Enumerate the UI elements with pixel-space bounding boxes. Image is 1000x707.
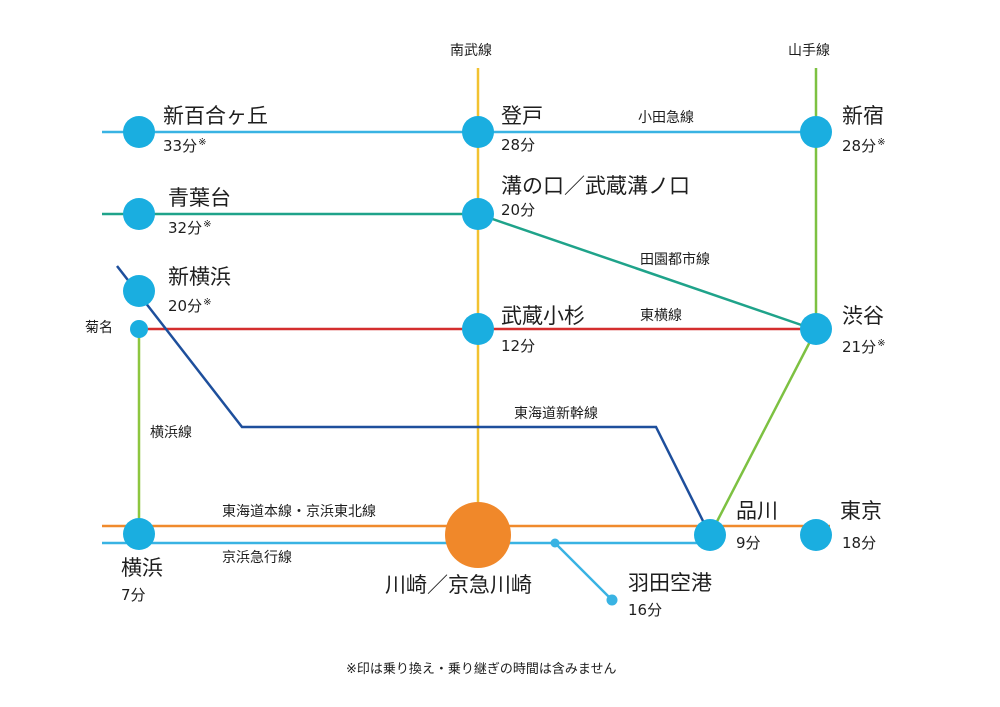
station-marker-shinagawa[interactable]	[694, 519, 726, 551]
line-label-tokaido: 東海道本線・京浜東北線	[222, 504, 376, 520]
station-name-kawasaki: 川崎／京急川崎	[385, 573, 532, 597]
line-label-yamanote: 山手線	[788, 43, 830, 59]
station-time-value: 28分	[842, 137, 877, 155]
yamanote-line-south	[708, 329, 818, 536]
station-time-haneda: 16分	[628, 601, 663, 619]
station-name-haneda: 羽田空港	[628, 571, 712, 595]
station-time-value: 20分	[168, 297, 203, 315]
station-marker-mizonokuchi[interactable]	[462, 198, 494, 230]
station-marker-shinyurigaoka[interactable]	[123, 116, 155, 148]
station-time-value: 21分	[842, 338, 877, 356]
station-time-shinagawa: 9分	[736, 534, 761, 552]
station-time-value: 33分	[163, 137, 198, 155]
station-name-shinagawa: 品川	[736, 499, 778, 523]
station-time-musashikosugi: 12分	[501, 337, 536, 355]
denentoshi-line-east	[477, 212, 817, 332]
station-time-yokohama: 7分	[121, 586, 146, 604]
station-marker-shibuya[interactable]	[800, 313, 832, 345]
station-marker-tokyo[interactable]	[800, 519, 832, 551]
station-marker-noborito[interactable]	[462, 116, 494, 148]
station-name-shibuya: 渋谷	[842, 304, 884, 328]
station-name-aobadai: 青葉台	[168, 186, 231, 210]
station-marker-haneda[interactable]	[606, 594, 618, 606]
station-marker-kikuna[interactable]	[130, 320, 148, 338]
station-name-shinyurigaoka: 新百合ヶ丘	[163, 104, 268, 128]
station-name-kikuna: 菊名	[85, 320, 113, 336]
line-label-toyoko: 東横線	[640, 308, 682, 324]
station-time-aobadai: 32分※	[168, 220, 211, 236]
station-name-noborito: 登戸	[501, 104, 543, 128]
station-marker-yokohama[interactable]	[123, 518, 155, 550]
station-name-musashikosugi: 武蔵小杉	[501, 304, 585, 328]
station-name-yokohama: 横浜	[121, 556, 163, 580]
station-time-shibuya: 21分※	[842, 339, 885, 355]
transfer-note-mark: ※	[198, 137, 207, 148]
junction-dot-keikyu	[550, 538, 560, 548]
station-time-shinyokohama: 20分※	[168, 298, 211, 314]
station-time-shinyurigaoka: 33分※	[163, 138, 206, 154]
transfer-note-mark: ※	[203, 219, 212, 230]
station-name-tokyo: 東京	[840, 499, 882, 523]
station-marker-kawasaki[interactable]	[445, 502, 511, 568]
station-marker-musashikosugi[interactable]	[462, 313, 494, 345]
footnote: ※印は乗り換え・乗り継ぎの時間は含みません	[346, 662, 617, 677]
station-marker-shinyokohama[interactable]	[123, 275, 155, 307]
transfer-note-mark: ※	[203, 297, 212, 308]
line-label-denentoshi: 田園都市線	[640, 252, 710, 268]
line-label-odakyu: 小田急線	[638, 110, 694, 126]
keikyu-airport-line	[554, 542, 613, 601]
station-name-shinyokohama: 新横浜	[168, 265, 231, 289]
transfer-note-mark: ※	[877, 338, 886, 349]
station-time-value: 32分	[168, 219, 203, 237]
station-time-tokyo: 18分	[842, 534, 877, 552]
line-label-yokohama: 横浜線	[150, 425, 192, 441]
station-time-shinjuku: 28分※	[842, 138, 885, 154]
shinkansen-line	[116, 265, 712, 536]
station-name-mizonokuchi: 溝の口／武蔵溝ノ口	[501, 174, 690, 198]
station-name-shinjuku: 新宿	[842, 104, 884, 128]
line-label-nambu: 南武線	[450, 43, 492, 59]
line-label-keikyu: 京浜急行線	[222, 550, 292, 566]
station-time-noborito: 28分	[501, 136, 536, 154]
transfer-note-mark: ※	[877, 137, 886, 148]
line-label-shinkansen: 東海道新幹線	[514, 406, 598, 422]
station-marker-aobadai[interactable]	[123, 198, 155, 230]
station-time-mizonokuchi: 20分	[501, 201, 536, 219]
station-marker-shinjuku[interactable]	[800, 116, 832, 148]
